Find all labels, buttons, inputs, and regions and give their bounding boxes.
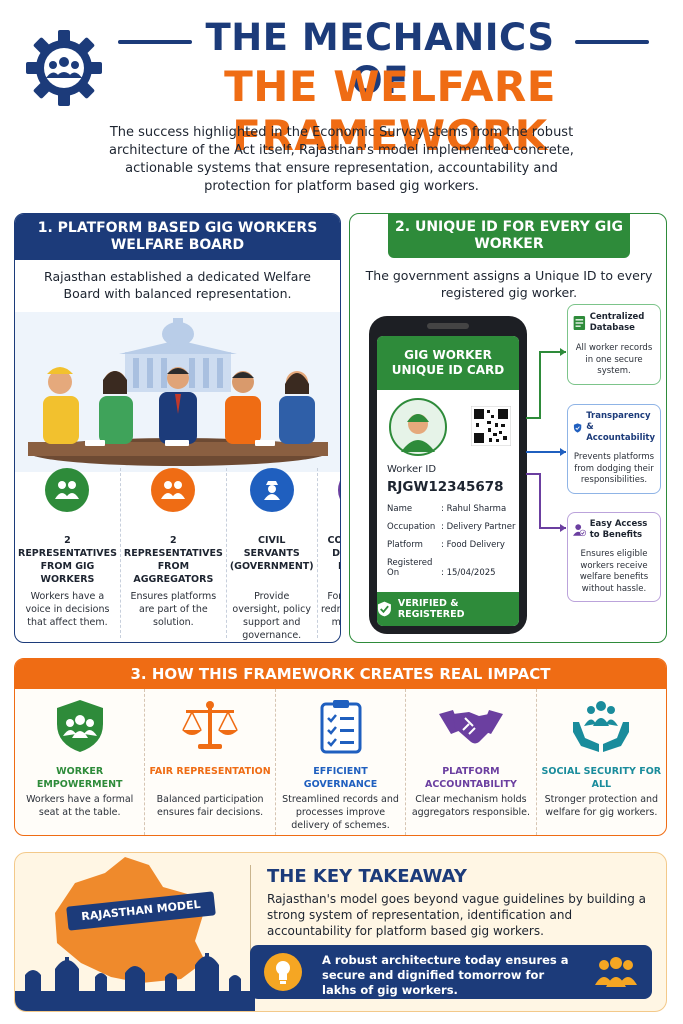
document-icon <box>573 316 586 330</box>
header: THE MECHANICS OF THE WELFARE FRAMEWORK T… <box>0 0 683 210</box>
impact-title: SOCIAL SECURITY FOR ALL <box>541 766 662 790</box>
people-icon <box>595 957 637 987</box>
phone-mockup: GIG WORKER UNIQUE ID CARD Worker ID RJGW… <box>369 316 527 634</box>
worker-id-label: Worker ID <box>387 464 437 475</box>
worker-id-value: RJGW12345678 <box>387 479 504 495</box>
impact-text: Streamlined records and processes improv… <box>282 794 399 831</box>
connector-arrows <box>526 348 566 532</box>
id-card-screen: GIG WORKER UNIQUE ID CARD Worker ID RJGW… <box>377 336 519 626</box>
meeting-illustration <box>15 312 340 472</box>
feature-easy-access: Easy Access to Benefits Ensures eligible… <box>567 512 661 602</box>
title-line-2: THE WELFARE FRAMEWORK <box>224 62 556 160</box>
callout-box: A robust architecture today ensures a se… <box>250 945 652 999</box>
impact-title: WORKER EMPOWERMENT <box>36 766 123 790</box>
rep-aggregators: 2 REPRESENTATIVES FROM AGGREGATORS Ensur… <box>121 468 227 638</box>
feature-text: Prevents platforms from dodging their re… <box>573 452 655 485</box>
group-icon <box>337 468 340 512</box>
shield-check-icon <box>573 422 582 433</box>
impact-text: Workers have a formal seat at the table. <box>26 794 134 818</box>
impact-text: Clear mechanism holds aggregators respon… <box>411 794 530 818</box>
section1-title: 1. PLATFORM BASED GIG WORKERS WELFARE BO… <box>15 214 340 260</box>
hands-people-icon <box>573 701 630 752</box>
field-registered-on: Registered On: 15/04/2025 <box>387 558 496 578</box>
impact-title: FAIR REPRESENTATION <box>149 766 271 777</box>
civil-servants-title: CIVIL SERVANTS (GOVERNMENT) <box>229 535 314 572</box>
rep-gig-workers-text: Workers have a voice in decisions that a… <box>25 591 110 628</box>
section1-subtitle: Rajasthan established a dedicated Welfar… <box>44 269 311 301</box>
callout-text: A robust architecture today ensures a se… <box>322 953 569 997</box>
lightbulb-icon <box>264 953 302 991</box>
people-icon <box>151 468 196 512</box>
section-welfare-board: 1. PLATFORM BASED GIG WORKERS WELFARE BO… <box>14 213 341 643</box>
scales-icon <box>182 701 239 749</box>
impact-platform-accountability: PLATFORM ACCOUNTABILITY Clear mechanism … <box>406 689 537 835</box>
section2-title: 2. UNIQUE ID FOR EVERY GIG WORKER <box>388 214 630 258</box>
feature-transparency: Transparency & Accountability Prevents p… <box>567 404 661 494</box>
impact-title: EFFICIENT GOVERNANCE <box>303 766 378 790</box>
officer-icon <box>249 468 294 512</box>
section2-subtitle: The government assigns a Unique ID to ev… <box>365 268 653 300</box>
worker-avatar <box>389 398 447 456</box>
feature-centralized-database: Centralized Database All worker records … <box>567 304 661 385</box>
field-occupation: Occupation: Delivery Partner <box>387 522 516 532</box>
id-card-header: GIG WORKER UNIQUE ID CARD <box>377 336 519 390</box>
rep-gig-workers: 2 REPRESENTATIVES FROM GIG WORKERS Worke… <box>15 468 121 638</box>
section-key-takeaway: RAJASTHAN MODEL THE KEY TAKEAWAY Rajasth… <box>14 852 667 1012</box>
verified-text: VERIFIED & REGISTERED <box>397 598 465 620</box>
collective-decision: COLLECTIVE DECISION-MAKING For grievance… <box>318 468 341 638</box>
shield-check-icon <box>377 601 391 617</box>
key-takeaway-text: Rajasthan's model goes beyond vague guid… <box>267 892 646 938</box>
section-unique-id: 2. UNIQUE ID FOR EVERY GIG WORKER The go… <box>349 213 667 643</box>
civil-servants: CIVIL SERVANTS (GOVERNMENT) Provide over… <box>227 468 318 641</box>
meeting-participants <box>43 367 315 444</box>
section3-title: 3. HOW THIS FRAMEWORK CREATES REAL IMPAC… <box>15 659 666 689</box>
feature-title: Centralized Database <box>589 312 645 333</box>
title-line-1: THE MECHANICS OF <box>205 16 555 102</box>
impact-efficient-governance: EFFICIENT GOVERNANCE Streamlined records… <box>276 689 407 835</box>
handshake-icon <box>438 710 503 744</box>
feature-text: All worker records in one secure system. <box>575 343 653 376</box>
verified-banner: VERIFIED & REGISTERED <box>377 592 519 626</box>
impact-text: Stronger protection and welfare for gig … <box>544 794 659 818</box>
feature-title: Easy Access to Benefits <box>589 519 648 540</box>
civil-servants-text: Provide oversight, policy support and go… <box>232 591 311 641</box>
rajasthan-map-illustration <box>15 857 255 1011</box>
rep-aggregators-title: 2 REPRESENTATIVES FROM AGGREGATORS <box>123 535 223 585</box>
intro-text: The success highlighted in the Economic … <box>109 125 574 194</box>
impact-text: Balanced participation ensures fair deci… <box>156 794 264 818</box>
phone-notch <box>427 323 469 329</box>
title-divider-left <box>118 40 192 44</box>
people-icon <box>45 468 90 512</box>
impact-worker-empowerment: WORKER EMPOWERMENT Workers have a formal… <box>15 689 146 835</box>
key-takeaway-title: THE KEY TAKEAWAY <box>267 866 467 887</box>
feature-text: Ensures eligible workers receive welfare… <box>579 549 649 594</box>
impact-social-security: SOCIAL SECURITY FOR ALL Stronger protect… <box>537 689 666 835</box>
collective-decision-title: COLLECTIVE DECISION-MAKING <box>327 535 341 572</box>
feature-title: Transparency & Accountability <box>586 411 656 443</box>
rep-gig-workers-title: 2 REPRESENTATIVES FROM GIG WORKERS <box>18 535 117 585</box>
impact-fair-representation: FAIR REPRESENTATION Balanced participati… <box>145 689 276 835</box>
rep-aggregators-text: Ensures platforms are part of the soluti… <box>130 591 217 628</box>
collective-decision-text: For grievance redressal, policy making a… <box>321 591 341 628</box>
shield-people-icon <box>56 700 103 752</box>
impact-title: PLATFORM ACCOUNTABILITY <box>424 766 517 790</box>
title-divider-right <box>575 40 649 44</box>
checklist-icon <box>320 700 362 754</box>
section-impact: 3. HOW THIS FRAMEWORK CREATES REAL IMPAC… <box>14 658 667 836</box>
qr-code <box>471 406 511 446</box>
board-composition: 2 REPRESENTATIVES FROM GIG WORKERS Worke… <box>15 468 341 641</box>
user-check-icon <box>573 524 586 537</box>
gear-people-icon <box>26 30 102 106</box>
field-platform: Platform: Food Delivery <box>387 540 505 550</box>
divider <box>250 865 251 975</box>
field-name: Name: Rahul Sharma <box>387 504 507 514</box>
